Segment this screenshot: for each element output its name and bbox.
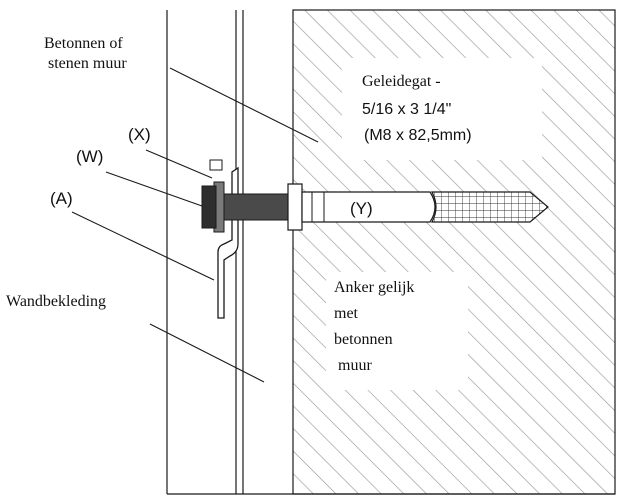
wall-label-line1: Betonnen of [44, 35, 123, 52]
label-x: (X) [128, 125, 151, 144]
cladding-label: Wandbekleding [6, 293, 106, 310]
guide-hole-label-line1: Geleidegat - [362, 73, 441, 90]
leader-wall [169, 67, 319, 143]
anchor-note-line2: met [334, 305, 359, 322]
guide-hole-label-bg [342, 58, 542, 160]
label-w: (W) [76, 147, 103, 166]
anchor-note-line1: Anker gelijk [334, 279, 414, 296]
leader-w [105, 171, 203, 207]
bolt-head-x [209, 159, 223, 171]
wall-label-line2: stenen muur [48, 55, 127, 72]
leader-x [145, 149, 213, 179]
guide-hole-label-line2: 5/16 x 3 1/4" [362, 101, 451, 118]
y-label-bg [344, 196, 406, 220]
leader-cladding [149, 323, 265, 383]
leader-a [71, 211, 215, 281]
anchor-note-label-bg [326, 272, 468, 390]
anchor-threaded-tip [431, 191, 549, 223]
guide-hole-label-line3: (M8 x 82,5mm) [364, 127, 472, 144]
nut-w [201, 185, 217, 229]
bolt-shaft [223, 193, 295, 221]
anchor-collar [287, 183, 303, 231]
label-y: (Y) [350, 199, 373, 218]
anchor-note-line3: betonnen [334, 331, 393, 348]
anchor-note-line4: muur [338, 357, 372, 374]
label-a: (A) [50, 189, 73, 208]
